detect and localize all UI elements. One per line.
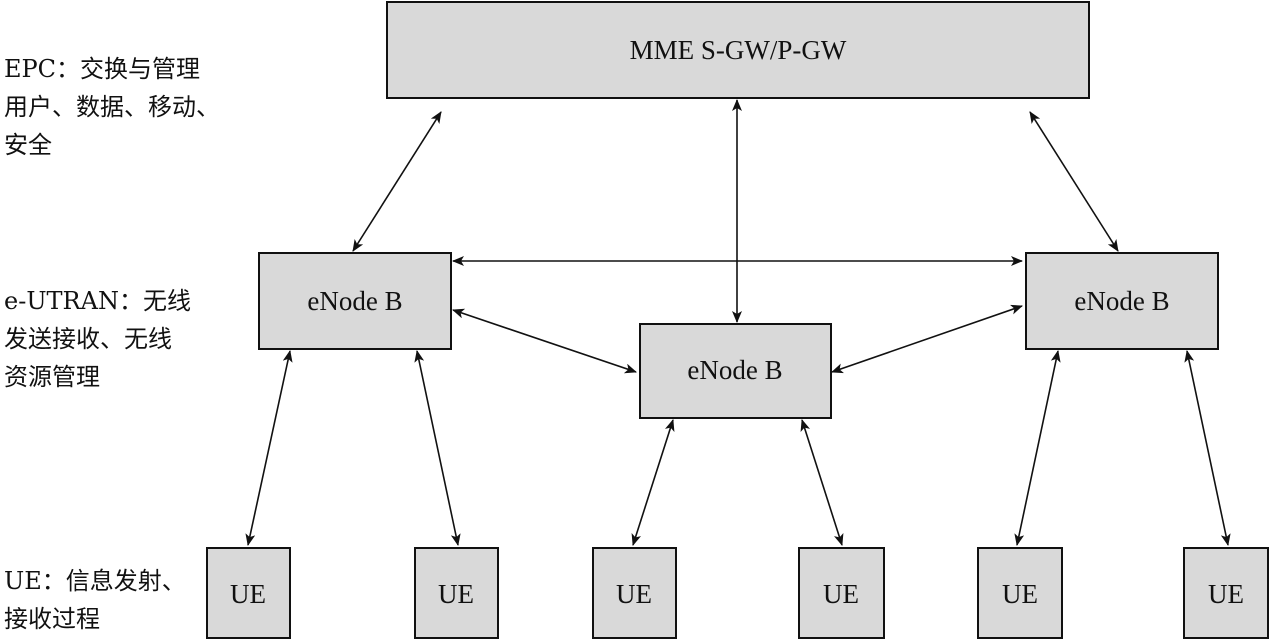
connection-links (245, 99, 1231, 546)
ue-2-box (414, 547, 499, 639)
enodeb-left-label: eNode B (307, 286, 402, 316)
enodeb-right-label: eNode B (1074, 286, 1169, 316)
ue-node-2: UE (414, 547, 499, 639)
link-left-enodeb-to-ue-2 (414, 350, 461, 546)
ue-4-label: UE (823, 579, 859, 609)
enodeb-right-node: eNode B (1025, 252, 1219, 350)
core-node-box (386, 1, 1090, 99)
ue-1-label: UE (230, 579, 266, 609)
epc-caption-line-2: 用户、数据、移动、 (4, 93, 220, 121)
eutran-layer-caption: e-UTRAN：无线 发送接收、无线 资源管理 (4, 282, 191, 396)
eutran-caption-line-1: e-UTRAN：无线 (4, 287, 191, 315)
eutran-caption-line-2: 发送接收、无线 (4, 325, 172, 353)
ue-1-box (206, 547, 291, 639)
ue-5-box (977, 547, 1063, 639)
eutran-caption-line-3: 资源管理 (4, 363, 100, 391)
link-core-to-right-enodeb (1029, 111, 1119, 252)
link-center-enodeb-to-ue-4 (800, 419, 844, 546)
epc-caption-line-1: EPC：交换与管理 (4, 55, 201, 83)
ue-node-4: UE (798, 547, 885, 639)
ue-5-label: UE (1002, 579, 1038, 609)
link-center-enodeb-to-ue-3 (631, 419, 675, 546)
enodeb-left-node: eNode B (258, 252, 452, 350)
core-node: MME S-GW/P-GW (386, 1, 1090, 99)
ue-layer-caption: UE：信息发射、 接收过程 (4, 562, 186, 638)
ue-node-6: UE (1183, 547, 1269, 639)
ue-6-label: UE (1208, 579, 1244, 609)
ue-2-label: UE (438, 579, 474, 609)
ue-6-box (1183, 547, 1269, 639)
enodeb-center-label: eNode B (687, 355, 782, 385)
ue-4-box (798, 547, 885, 639)
epc-caption-line-3: 安全 (4, 131, 52, 159)
link-right-enodeb-to-ue-5 (1014, 350, 1061, 546)
ue-node-3: UE (592, 547, 677, 639)
link-right-enodeb-to-center-enodeb (831, 304, 1023, 374)
enodeb-left-box (258, 252, 452, 350)
enodeb-center-box (639, 323, 832, 419)
ue-node-5: UE (977, 547, 1063, 639)
enodeb-right-box (1025, 252, 1219, 350)
enodeb-center-node: eNode B (639, 323, 832, 419)
ue-3-label: UE (616, 579, 652, 609)
link-left-enodeb-to-center-enodeb (452, 308, 637, 374)
ue-3-box (592, 547, 677, 639)
link-left-enodeb-to-ue-1 (245, 350, 293, 546)
ue-caption-line-2: 接收过程 (4, 605, 100, 633)
ue-node-1: UE (206, 547, 291, 639)
link-right-enodeb-to-ue-6 (1184, 350, 1231, 546)
epc-layer-caption: EPC：交换与管理 用户、数据、移动、 安全 (4, 50, 220, 164)
link-core-to-left-enodeb (352, 111, 442, 252)
ue-caption-line-1: UE：信息发射、 (4, 567, 186, 595)
core-node-label: MME S-GW/P-GW (630, 35, 847, 65)
